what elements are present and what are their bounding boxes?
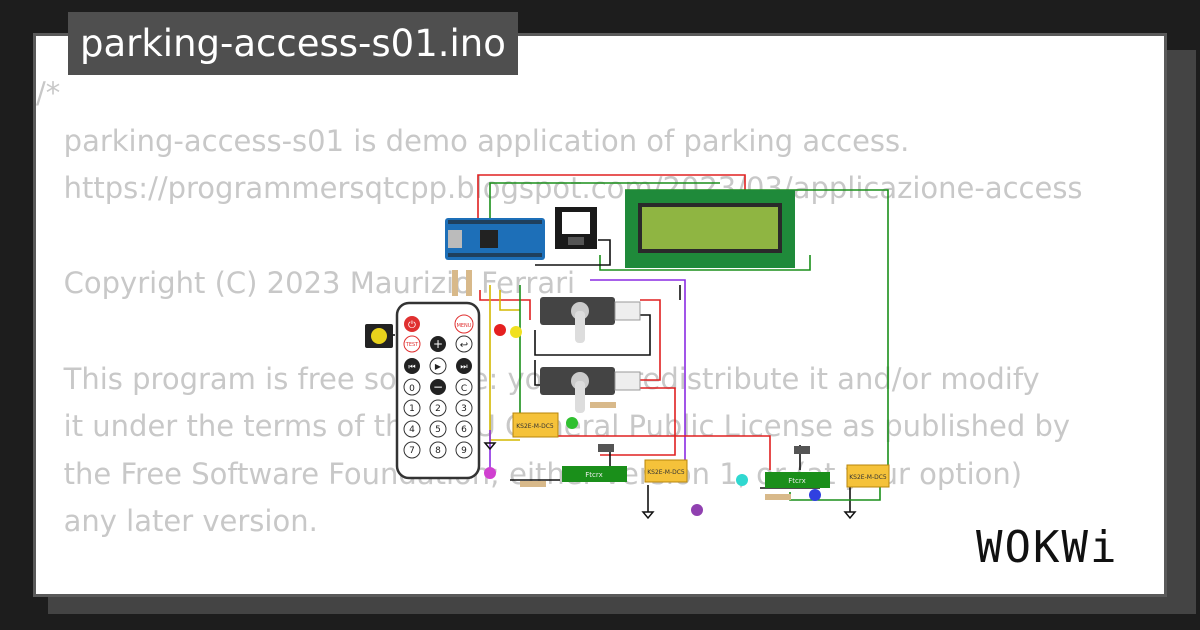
remote-digit-label: 7 — [409, 446, 415, 456]
rtc-module — [555, 207, 597, 249]
remote-digit-label: 6 — [461, 425, 467, 435]
remote-digit-label: 9 — [461, 446, 467, 456]
remote-digit-key — [403, 399, 421, 417]
remote-digit-key — [455, 441, 473, 459]
servo-bottom — [540, 367, 641, 413]
code-line: Copyright (C) 2023 Maurizio Ferrari — [36, 266, 576, 301]
remote-digit-label: 1 — [409, 404, 415, 414]
remote-digit-key — [429, 420, 447, 438]
relay-1-label: KS2E-M-DC5 — [516, 423, 554, 430]
relay-2-label: KS2E-M-DC5 — [647, 469, 685, 476]
remote-digit-label: 8 — [435, 446, 441, 456]
code-line: parking-access-s01 is demo application o… — [36, 123, 910, 158]
resistors — [452, 270, 791, 500]
remote-test-label: TEST — [405, 342, 419, 348]
remote-menu-label: MENU — [457, 323, 472, 329]
driver-board-1: Ftcrx — [562, 466, 627, 482]
remote-next-label: ⏭ — [460, 362, 467, 371]
driver-board-2: Ftcrx — [765, 472, 830, 488]
remote-minus-label: − — [433, 380, 443, 394]
code-preview: /* parking-access-s01 is demo applicatio… — [36, 70, 1096, 546]
remote-back-label: ↩ — [460, 340, 468, 351]
remote-digit-key — [455, 420, 473, 438]
leds — [484, 324, 821, 516]
remote-digit-grid: 1 2 3 4 5 6 7 8 9 — [403, 399, 473, 459]
remote-play-label: ▶ — [435, 362, 442, 371]
ground-symbols — [483, 442, 857, 520]
remote-digit-label: 2 — [435, 404, 441, 414]
code-line: any later version. — [36, 504, 318, 539]
driver-board-1-label: Ftcrx — [585, 471, 602, 479]
push-button — [365, 324, 393, 348]
relay-3-label: KS2E-M-DC5 — [849, 474, 887, 481]
project-title: parking-access-s01.ino — [68, 12, 518, 75]
code-line: /* — [36, 76, 61, 110]
remote-prev-label: ⏮ — [408, 362, 415, 371]
remote-zero-label: 0 — [409, 384, 415, 394]
remote-power-label: ⏻ — [408, 320, 416, 331]
ir-remote: ⏻ MENU TEST + ↩ ⏮ ▶ ⏭ 0 − C 1 2 3 4 5 6 7 8 9 — [395, 301, 481, 480]
code-line: https://programmersqtcpp.blogspot.com/20… — [36, 171, 1083, 206]
remote-digit-key — [455, 399, 473, 417]
remote-digit-label: 3 — [461, 404, 467, 414]
relay-2: KS2E-M-DC5 — [644, 459, 688, 483]
wokwi-logo: WOKWi — [976, 522, 1119, 573]
remote-digit-label: 4 — [409, 425, 415, 435]
slide-switch-1 — [598, 444, 614, 452]
driver-board-2-label: Ftcrx — [788, 477, 805, 485]
remote-c-label: C — [461, 384, 467, 394]
remote-digit-key — [429, 441, 447, 459]
remote-digit-key — [429, 399, 447, 417]
servo-top — [540, 297, 641, 343]
lcd-display — [625, 190, 795, 268]
arduino-nano — [445, 218, 545, 260]
remote-digit-key — [403, 420, 421, 438]
relay-1: KS2E-M-DC5 — [512, 412, 559, 438]
slide-switch-2 — [794, 446, 810, 454]
remote-digit-key — [403, 441, 421, 459]
remote-digit-label: 5 — [435, 425, 441, 435]
relay-3: KS2E-M-DC5 — [846, 464, 890, 488]
remote-plus-label: + — [433, 337, 443, 351]
